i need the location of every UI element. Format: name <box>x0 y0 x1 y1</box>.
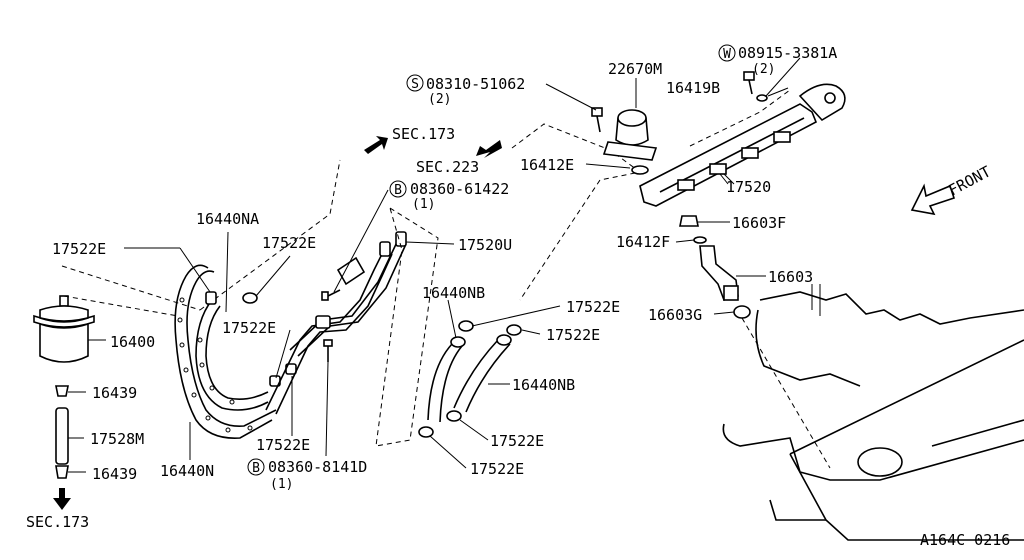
diagram-code: A164C 0216 <box>920 531 1010 549</box>
bracket[interactable] <box>336 256 366 286</box>
label-16440na: 16440NA <box>196 210 259 228</box>
clamp-17522e-1[interactable] <box>205 291 217 305</box>
label-08915-3381a: 08915-3381A <box>738 44 837 62</box>
clamp-17522e-7[interactable] <box>446 410 462 422</box>
label-17528m: 17528M <box>90 430 144 448</box>
label-16439-upper: 16439 <box>92 384 137 402</box>
svg-text:W: W <box>723 47 731 62</box>
bolt-symbol-b-lower: B <box>247 458 265 476</box>
label-front: FRONT <box>945 162 993 199</box>
bolt-08360-8141d[interactable] <box>323 339 333 362</box>
clamp-17522e-6[interactable] <box>506 324 522 336</box>
clamp-16439-upper[interactable] <box>55 385 86 397</box>
label-17522e-1: 17522E <box>52 240 106 258</box>
tube-17528m[interactable] <box>55 407 84 465</box>
fuel-tube-17520u[interactable] <box>265 231 407 415</box>
arrow-icon <box>364 136 388 154</box>
hose-16440nb-1[interactable] <box>427 336 466 423</box>
clamp-17522e-8[interactable] <box>418 426 434 438</box>
label-16603g: 16603G <box>648 306 702 324</box>
fuel-rail-17520[interactable] <box>639 83 846 207</box>
pressure-regulator-22670m[interactable] <box>602 78 658 161</box>
label-08360-61422-qty: (1) <box>412 197 435 212</box>
o-ring-16412e[interactable] <box>631 165 649 175</box>
svg-text:S: S <box>411 77 419 92</box>
label-17522e-2: 17522E <box>262 234 316 252</box>
label-08360-8141d-qty: (1) <box>270 477 293 492</box>
label-17522e-4: 17522E <box>256 436 310 454</box>
label-16412f: 16412F <box>616 233 670 251</box>
label-22670m: 22670M <box>608 60 662 78</box>
label-17520: 17520 <box>726 178 771 196</box>
label-08310-51062-qty: (2) <box>428 92 451 107</box>
bolt-08360-61422[interactable] <box>321 289 341 301</box>
label-08915-3381a-qty: (2) <box>752 62 775 77</box>
bolt-symbol-b-upper: B <box>389 180 407 198</box>
o-ring-16412f[interactable] <box>693 236 707 244</box>
screw-08310-51062[interactable] <box>591 107 603 133</box>
label-17520u: 17520U <box>458 236 512 254</box>
leader-lines <box>124 83 789 469</box>
engine-cylinder-head <box>722 284 1024 541</box>
label-08310-51062: 08310-51062 <box>426 75 525 93</box>
label-16400: 16400 <box>110 333 155 351</box>
clamp-17522e-2[interactable] <box>242 292 258 304</box>
svg-text:B: B <box>394 183 402 198</box>
washer-08915-3381a[interactable] <box>756 57 801 102</box>
bolt-16419b[interactable] <box>743 71 755 95</box>
washer-symbol-w: W <box>718 44 736 62</box>
label-16440nb-1: 16440NB <box>422 284 485 302</box>
label-17522e-3: 17522E <box>222 319 276 337</box>
label-sec-173-top: SEC.173 <box>392 125 455 143</box>
label-sec-173-bottom: SEC.173 <box>26 513 89 531</box>
front-arrow-icon <box>910 183 956 216</box>
label-16440nb-2: 16440NB <box>512 376 575 394</box>
seal-16603g[interactable] <box>733 305 751 319</box>
svg-text:B: B <box>252 461 260 476</box>
arrow-icon <box>53 488 71 510</box>
label-sec-223: SEC.223 <box>416 158 479 176</box>
label-08360-8141d: 08360-8141D <box>268 458 367 476</box>
label-17522e-8: 17522E <box>470 460 524 478</box>
label-08360-61422: 08360-61422 <box>410 180 509 198</box>
label-16603f: 16603F <box>732 214 786 232</box>
arrow-icon <box>476 140 502 158</box>
clamp-17522e-5[interactable] <box>458 320 474 332</box>
fuel-filter[interactable] <box>33 295 106 363</box>
hose-16440n[interactable] <box>174 264 277 439</box>
insulator-16603f[interactable] <box>679 215 730 227</box>
label-16439-lower: 16439 <box>92 465 137 483</box>
label-16603: 16603 <box>768 268 813 286</box>
injector-16603[interactable] <box>699 245 739 301</box>
label-17522e-5: 17522E <box>566 298 620 316</box>
label-17522e-6: 17522E <box>546 326 600 344</box>
clamp-16439-lower[interactable] <box>55 465 86 479</box>
label-17522e-7: 17522E <box>490 432 544 450</box>
label-16440n: 16440N <box>160 462 214 480</box>
label-16412e: 16412E <box>520 156 574 174</box>
hose-16440nb-2[interactable] <box>453 334 512 413</box>
label-16419b: 16419B <box>666 79 720 97</box>
screw-symbol-s: S <box>406 74 424 92</box>
